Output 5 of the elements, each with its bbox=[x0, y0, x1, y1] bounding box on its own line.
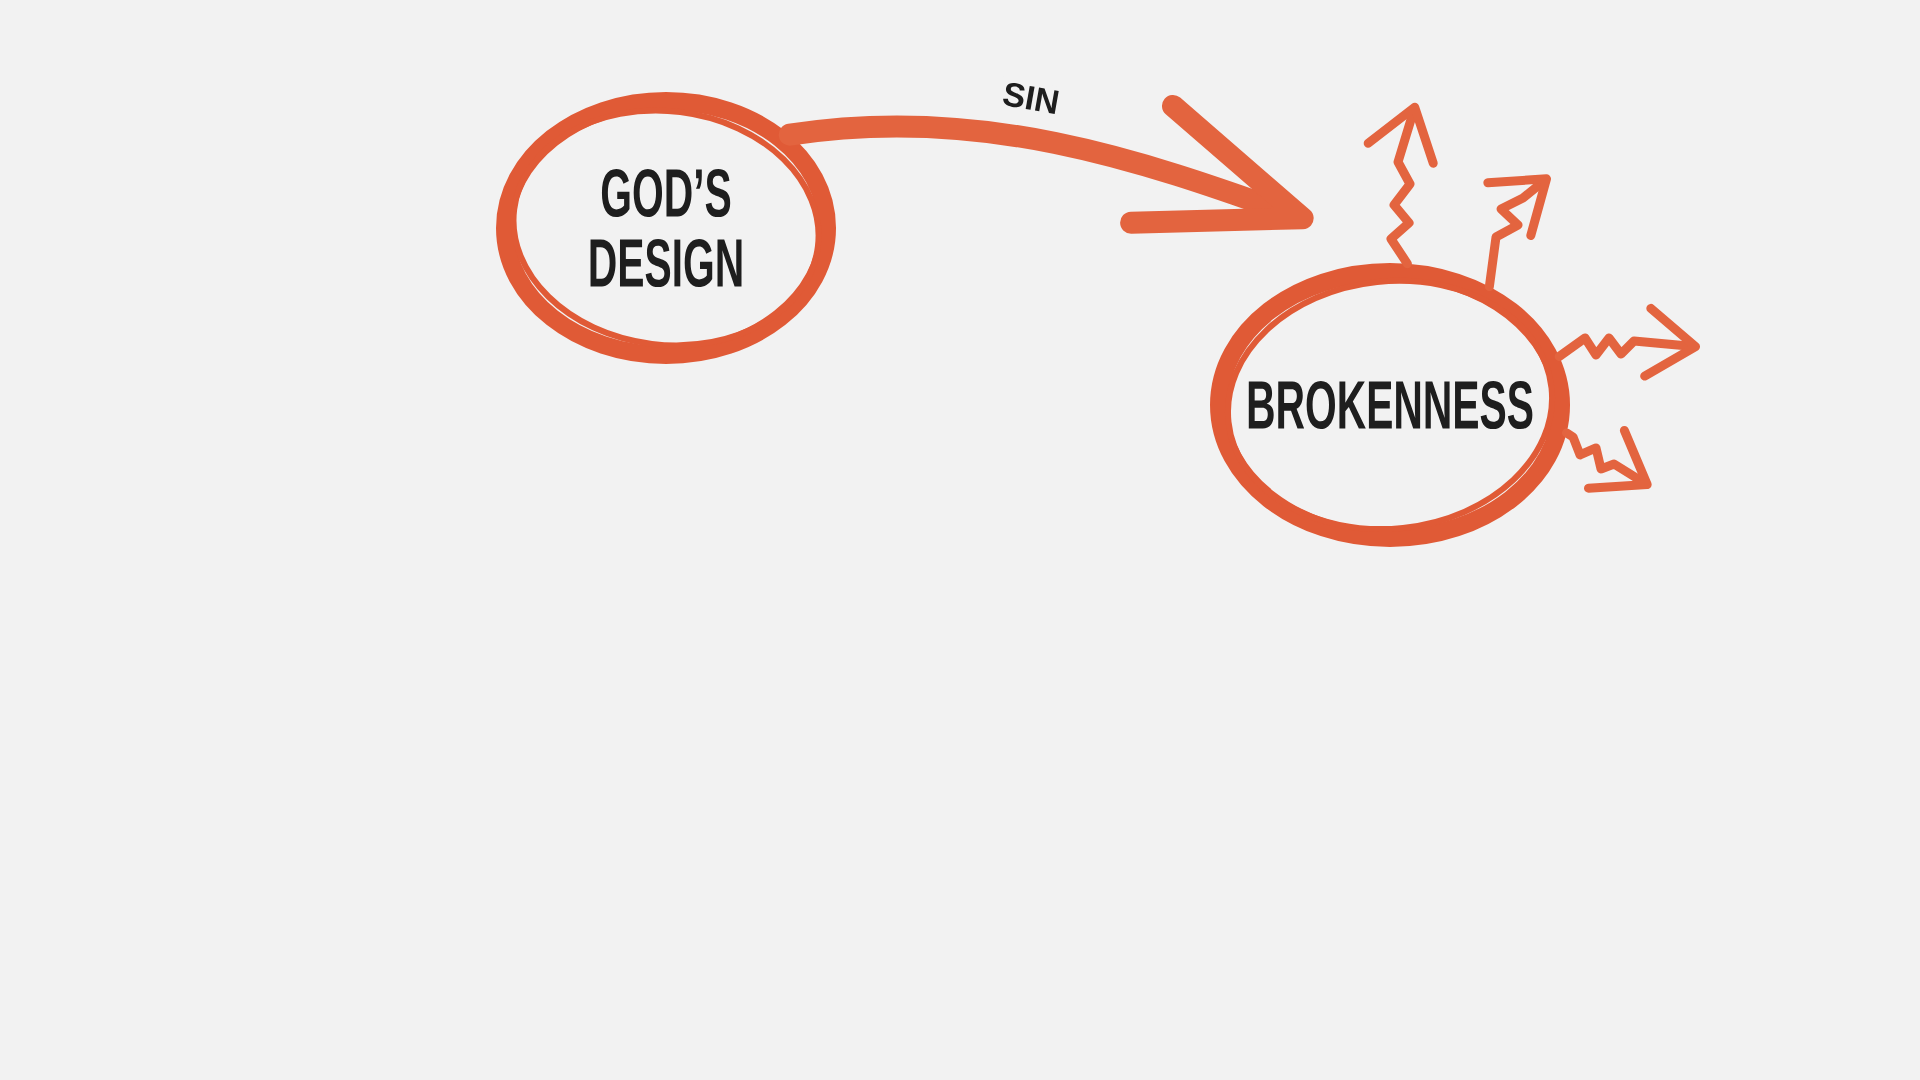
zigzag-arrow bbox=[1363, 102, 1438, 269]
oval-node: BROKENNESS bbox=[1210, 263, 1570, 547]
oval-node: GOD’S DESIGN bbox=[496, 92, 836, 364]
curved-arrow bbox=[778, 94, 1314, 234]
edge-label: SIN bbox=[996, 76, 1066, 120]
